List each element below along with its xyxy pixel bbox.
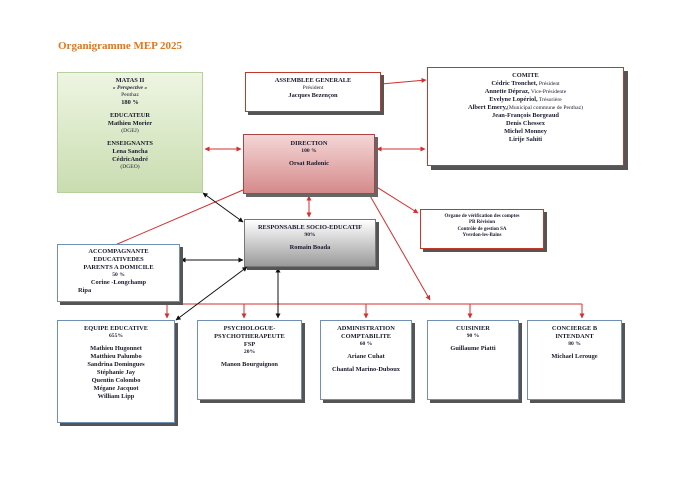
list-item: Mathieu Hugonnet [90,344,142,352]
direction-box: DIRECTION 100 % Orsat Radonic [243,134,375,194]
comite-member-name: Denis Chessex [506,120,545,127]
accomp-line-2: EDUCATIVEDES [93,256,144,263]
responsable-percent: 90% [304,232,316,238]
direction-percent: 100 % [301,148,317,154]
list-item: Matthieu Palumbo [90,352,142,360]
comite-member: Jean-François Borgeaud [428,112,623,120]
comite-member-name: Cédric Tronchet, [491,80,538,87]
cuisinier-title: CUISINIER [456,325,490,332]
ens-name-2: CédricAndré [112,155,148,163]
list-item: Mégane Jacquot [93,384,139,392]
organe-line-1: Organe de vérification des comptes [444,214,520,219]
educ-name: Mathieu Morier [107,119,153,127]
comite-member: Albert Emery,(Municipal commune de Penth… [428,104,623,112]
organe-line-3: Contrôle de gestion SA [457,226,507,232]
direction-name: Orsat Radonic [289,159,329,167]
organe-line-4: Yverdon-les-Bains [462,232,502,238]
admin-name-1: Ariane Cuhat [347,352,385,360]
accomp-percent: 50 % [112,272,125,278]
matas-place: Penthaz [121,91,139,98]
comite-member: Denis Chessex [428,120,623,128]
comite-member-name: Michel Monney [504,128,547,135]
psy-percent: 20% [243,349,256,355]
comite-member: Cédric Tronchet, Président [428,80,623,88]
direction-organe-arrow [374,185,419,214]
matas-name: MATAS II [115,77,145,84]
comite-member: Lirije Sahiti [428,136,623,144]
cuisinier-percent: 90 % [466,333,480,339]
concierge-line-2: INTENDANT [555,333,594,340]
concierge-name: Michael Lerouge [551,352,598,360]
assemblee-title: ASSEMBLEE GENERALE [274,77,352,84]
comite-member-role: Président [537,81,560,87]
psy-line-1: PSYCHOLOGUE- [223,325,276,332]
cuisinier-name: Guillaume Piatti [450,344,496,352]
responsable-equipe-arrow [175,266,248,321]
cuisinier-box: CUISINIER 90 % Guillaume Piatti [427,320,519,400]
list-item: Quentin Colombo [91,376,141,384]
organe-box: Organe de vérification des comptes PB Ré… [420,209,544,249]
list-item: Sandrina Domingues [87,360,145,368]
equipe-percent: 655% [109,333,123,339]
admin-line-1: ADMINISTRATION [337,325,395,332]
responsable-title: RESPONSABLE SOCIO-EDUCATIF [257,224,363,231]
comite-member-name: Jean-François Borgeaud [492,112,559,119]
educ-label: EDUCATEUR [109,111,150,119]
direction-title: DIRECTION [290,140,328,147]
educ-org: (DGEJ) [121,127,139,134]
comite-member: Michel Monney [428,128,623,136]
comite-member-name: Lirije Sahiti [508,136,543,143]
concierge-percent: 80 % [568,341,581,347]
admin-line-2: COMPTABILITE [341,333,391,340]
accompagnante-box: ACCOMPAGNANTE EDUCATIVEDES PARENTS A DOM… [57,244,180,302]
matas-percent: 180 % [121,98,139,106]
comite-member-name: Evelyne Lopériol, [489,96,538,103]
accomp-name-2: Ripa [78,286,92,294]
assemblee-role: Président [302,85,324,91]
organe-line-2: PB Révision [469,220,495,226]
list-item: Stéphanie Jay [96,368,136,376]
list-item: William Lipp [97,392,135,400]
matas-box: MATAS II « Perspective » Penthaz 180 % E… [57,72,203,193]
equipe-box: EQUIPE EDUCATIVE 655% Mathieu Hugonnet M… [57,320,175,423]
psychologue-box: PSYCHOLOGUE- PSYCHOTHERAPEUTE FSP 20% Ma… [197,320,302,400]
responsable-box: RESPONSABLE SOCIO-EDUCATIF 90% Romain Bo… [244,219,376,267]
comite-member-role: Trésorière [537,97,562,103]
psy-name: Manon Bourguignon [220,360,278,368]
equipe-title: EQUIPE EDUCATIVE [84,325,148,332]
psy-line-3: FSP [243,341,256,348]
assemblee-box: ASSEMBLEE GENERALE Président Jacques Bez… [245,72,381,112]
admin-percent: 60 % [359,341,373,347]
direction-cuisinier-line [368,193,431,301]
comite-member-name: Albert Emery, [467,104,508,111]
accomp-line-1: ACCOMPAGNANTE [88,248,149,255]
comite-member-role: (Municipal commune de Penthaz) [507,105,583,111]
concierge-box: CONCIERGE B INTENDANT 80 % Michael Lerou… [527,320,622,400]
matas-subtitle: « Perspective » [112,85,148,91]
comite-member-role: Vice-Présidente [529,89,567,95]
accomp-line-3: PARENTS A DOMICILE [83,264,154,271]
comite-member: Evelyne Lopériol, Trésorière [428,96,623,104]
ens-name-1: Lena Sancha [112,147,148,155]
comite-title: COMITE [512,72,539,79]
matas-responsable-arrow [202,192,244,223]
assemblee-name: Jacques Bezençon [288,91,338,99]
administration-box: ADMINISTRATION COMPTABILITE 60 % Ariane … [320,320,412,400]
comite-member: Annette Dépraz, Vice-Présidente [428,88,623,96]
ens-org: (DGEO) [120,163,140,170]
chart-title: Organigramme MEP 2025 [58,40,183,52]
accomp-name-1: Corine -Longchamp [90,278,147,286]
ens-label: ENSEIGNANTS [107,139,153,147]
psy-line-2: PSYCHOTHERAPEUTE [214,333,285,340]
comite-box: COMITE Cédric Tronchet, Président Annett… [427,67,624,166]
assemblee-comite-arrow [380,77,427,85]
concierge-line-1: CONCIERGE B [551,325,598,332]
admin-name-2: Chantal Marino-Duboux [331,365,400,373]
comite-member-name: Annette Dépraz, [484,88,530,95]
responsable-name: Romain Boada [289,243,331,251]
